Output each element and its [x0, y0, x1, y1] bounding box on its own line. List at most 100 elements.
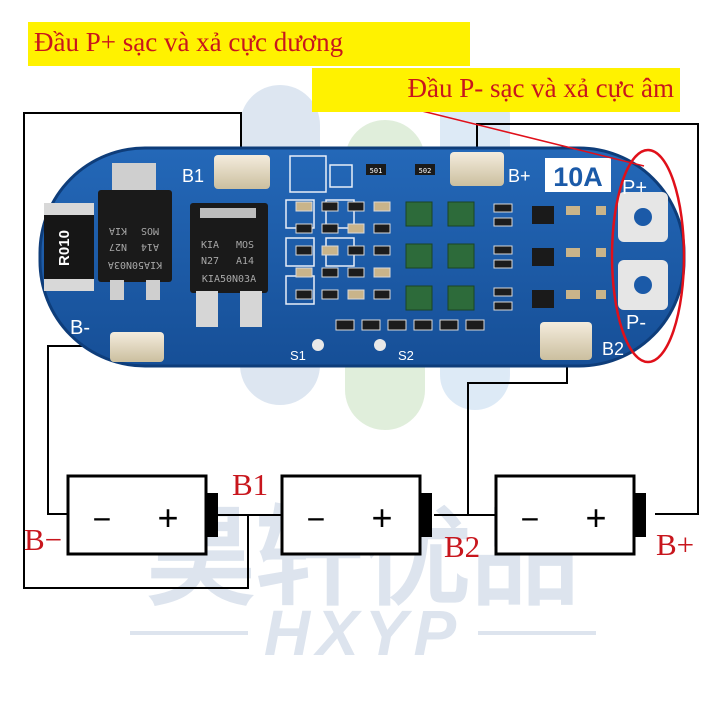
terminal-p-plus-hole — [634, 208, 652, 226]
callout-p-plus: Đầu P+ sạc và xả cực dương — [28, 22, 470, 66]
pad-b-minus — [110, 332, 164, 362]
mosfet-left-pin-2 — [146, 280, 160, 300]
node-label-b2: B2 — [444, 529, 481, 564]
green-ic-5 — [405, 285, 433, 311]
battery-3-plus: + — [585, 497, 606, 538]
smd-bottom-1 — [335, 319, 355, 331]
smd-part-17 — [373, 223, 391, 234]
smd-part-15 — [347, 289, 365, 300]
smd-resistor-top-2 — [415, 164, 435, 175]
smd-part-11 — [347, 201, 365, 212]
battery-3-terminal — [634, 493, 646, 537]
node-label-b-plus: B+ — [656, 527, 695, 562]
test-point-s2 — [374, 339, 386, 351]
node-label-b-minus: B− — [24, 522, 63, 557]
green-ic-1 — [405, 201, 433, 227]
mosfet-right-pin-2 — [240, 291, 262, 327]
pad-b2 — [540, 322, 592, 360]
smd-bottom-5 — [439, 319, 459, 331]
terminal-p-minus-hole — [634, 276, 652, 294]
mosfet-right-text-5: KIA50N03A — [202, 274, 256, 285]
smd-bottom-6 — [465, 319, 485, 331]
silk-frame-7 — [329, 164, 353, 188]
smd-label-part-a-2 — [493, 245, 513, 255]
battery-2-plus: + — [371, 497, 392, 538]
smd-part-13 — [347, 245, 365, 256]
smd-part-4 — [295, 267, 313, 278]
smd-bottom-2 — [361, 319, 381, 331]
node-label-b1: B1 — [232, 467, 269, 502]
silk-s1: S1 — [290, 348, 306, 363]
smd-part-16 — [373, 201, 391, 212]
mosfet-left-marking: KIA50N03A N27 A14 KIA MOS — [108, 225, 162, 270]
silk-b1: B1 — [182, 166, 204, 186]
smd-label-part-a-3 — [493, 287, 513, 297]
smd-part-12 — [347, 223, 365, 234]
smd-part-2 — [295, 223, 313, 234]
mosfet-right-text-4: A14 — [236, 256, 254, 267]
silk-frame-1 — [289, 155, 327, 193]
smd-part-18 — [373, 245, 391, 256]
battery-2-body — [280, 474, 422, 556]
silk-b-plus: B+ — [508, 166, 531, 186]
smd-part-3 — [295, 245, 313, 256]
mosfet-right-text-1: KIA — [201, 240, 219, 251]
shunt-resistor-label: R010 — [56, 230, 73, 266]
mosfet-left-pin-1 — [110, 280, 124, 300]
wire-b1 — [23, 112, 249, 589]
smd-part-7 — [321, 223, 339, 234]
mosfet-right-pin-1 — [196, 291, 218, 327]
mosfet-left-text-1: KIA50N03A — [108, 259, 162, 270]
wire-b-plus — [476, 123, 699, 515]
smd-part-8 — [321, 245, 339, 256]
watermark-latin: HXYP — [264, 597, 462, 669]
green-ic-6 — [447, 285, 475, 311]
silk-p-plus: P+ — [622, 177, 647, 199]
mosfet-left-text-2: N27 — [109, 241, 127, 252]
cap-right-2 — [566, 248, 580, 257]
callout-p-minus: Đầu P- sạc và xả cực âm — [312, 68, 680, 112]
test-point-s1 — [312, 339, 324, 351]
battery-3-body — [494, 474, 636, 556]
mosfet-left-body — [98, 190, 172, 282]
silk-b2: B2 — [602, 339, 624, 359]
bms-pcb: R010 KIA50N03A N27 A14 KIA MOS KIA MOS N… — [38, 146, 686, 368]
battery-1: − + — [66, 474, 218, 556]
cap-far-right-2 — [596, 248, 606, 257]
smd-code-2: 502 — [419, 167, 432, 175]
battery-1-terminal — [206, 493, 218, 537]
silk-p-minus: P- — [626, 312, 646, 334]
ic-right-1 — [532, 206, 554, 224]
smd-part-6 — [321, 201, 339, 212]
rating-label: 10A — [553, 162, 603, 192]
shunt-resistor-cap-bottom — [44, 279, 94, 291]
smd-resistor-top-1 — [366, 164, 386, 175]
output-terminals-highlight-ring — [610, 148, 686, 364]
smd-part-9 — [321, 267, 339, 278]
smd-code-1: 501 — [370, 167, 383, 175]
battery-1-minus: − — [93, 501, 112, 537]
battery-2-terminal — [420, 493, 432, 537]
mosfet-right-text-2: MOS — [236, 240, 254, 251]
silk-b-minus: B- — [70, 317, 90, 339]
cap-far-right-3 — [596, 290, 606, 299]
smd-bottom-4 — [413, 319, 433, 331]
silk-s2: S2 — [398, 348, 414, 363]
mosfet-right-stripe — [200, 208, 256, 218]
green-ic-2 — [447, 201, 475, 227]
cap-right-3 — [566, 290, 580, 299]
shunt-resistor-cap-top — [44, 203, 94, 215]
battery-2-minus: − — [307, 501, 326, 537]
mosfet-left-text-3: A14 — [141, 241, 159, 252]
smd-component-area — [285, 155, 606, 331]
mosfet-left-text-4: KIA — [109, 225, 127, 236]
smd-label-part-b-3 — [493, 301, 513, 311]
smd-part-19 — [373, 267, 391, 278]
rating-box — [545, 158, 611, 192]
smd-part-10 — [321, 289, 339, 300]
ic-right-2 — [532, 248, 554, 266]
smd-part-14 — [347, 267, 365, 278]
battery-1-plus: + — [157, 497, 178, 538]
